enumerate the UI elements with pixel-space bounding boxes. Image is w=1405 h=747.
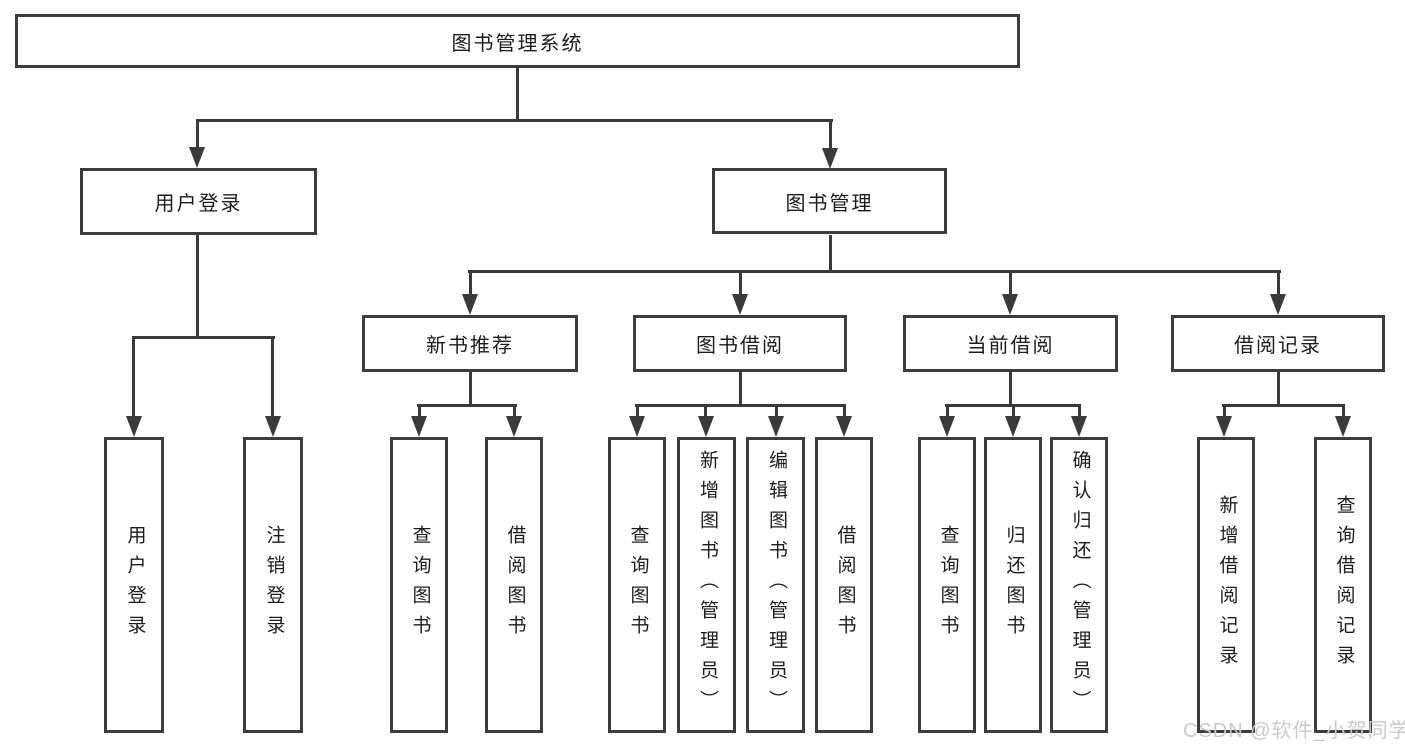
- connector-shaft: [418, 404, 421, 419]
- leaf-confirm-return-admin: 确认归还（管理员）: [1050, 437, 1108, 733]
- connector-userlogin-bar: [132, 336, 275, 339]
- leaf-label: 查询借阅记录: [1333, 495, 1355, 675]
- leaf-label: 编辑图书（管理员）: [765, 450, 787, 720]
- arrowhead-down-icon: [411, 416, 427, 437]
- leaf-label: 注销登录: [263, 525, 285, 645]
- connector-level2-bar: [468, 270, 1281, 273]
- node-root-label: 图书管理系统: [451, 32, 584, 55]
- leaf-label: 借阅图书: [504, 525, 526, 645]
- connector-userlogin-stem: [196, 235, 199, 339]
- leaf-query-book-recommend: 查询图书: [390, 437, 448, 733]
- leaf-return-book: 归还图书: [984, 437, 1042, 733]
- leaf-label: 确认归还（管理员）: [1069, 450, 1091, 720]
- connector-shaft: [1078, 404, 1081, 419]
- node-book-management: 图书管理: [712, 168, 947, 234]
- node-borrow-records: 借阅记录: [1171, 315, 1385, 372]
- arrowhead-down-icon: [1335, 416, 1351, 437]
- leaf-add-book-admin: 新增图书（管理员）: [677, 437, 736, 733]
- arrowhead-down-icon: [822, 148, 838, 169]
- node-borrow-records-label: 借阅记录: [1234, 335, 1322, 357]
- node-book-borrow-label: 图书借阅: [696, 335, 784, 357]
- node-user-login: 用户登录: [80, 168, 317, 235]
- node-current-borrow-label: 当前借阅: [966, 335, 1055, 357]
- arrowhead-down-icon: [1216, 416, 1232, 437]
- leaf-label: 新增图书（管理员）: [696, 450, 718, 720]
- leaf-label: 借阅图书: [834, 525, 856, 645]
- connector-bar: [635, 404, 846, 407]
- connector-root-bar: [196, 119, 833, 122]
- leaf-label: 新增借阅记录: [1216, 495, 1238, 675]
- watermark: CSDN @软件_小贺同学: [1183, 720, 1405, 742]
- arrowhead-down-icon: [126, 416, 142, 437]
- connector-shaft: [513, 404, 516, 419]
- leaf-borrow-book: 借阅图书: [815, 437, 873, 733]
- node-root: 图书管理系统: [15, 14, 1020, 68]
- connector-shaft: [704, 404, 707, 419]
- node-new-book-recommend: 新书推荐: [362, 315, 578, 372]
- arrowhead-down-icon: [732, 294, 748, 315]
- connector-shaft: [636, 404, 639, 419]
- arrowhead-down-icon: [836, 416, 852, 437]
- arrowhead-down-icon: [939, 416, 955, 437]
- arrowhead-down-icon: [265, 416, 281, 437]
- connector-shaft: [843, 404, 846, 419]
- arrowhead-down-icon: [629, 416, 645, 437]
- connector-shaft: [1223, 404, 1226, 419]
- arrowhead-down-icon: [506, 416, 522, 437]
- node-book-management-label: 图书管理: [785, 192, 874, 215]
- arrowhead-down-icon: [698, 416, 714, 437]
- leaf-label: 归还图书: [1003, 525, 1025, 645]
- node-book-borrow: 图书借阅: [633, 315, 847, 372]
- arrowhead-down-icon: [1270, 294, 1286, 315]
- arrowhead-down-icon: [189, 147, 205, 168]
- leaf-edit-book-admin: 编辑图书（管理员）: [746, 437, 805, 733]
- arrowhead-down-icon: [462, 294, 478, 315]
- connector-stem: [739, 372, 742, 407]
- arrowhead-down-icon: [1002, 294, 1018, 315]
- connector-shaft: [132, 336, 135, 419]
- leaf-logout: 注销登录: [243, 437, 303, 733]
- leaf-add-borrow-record: 新增借阅记录: [1197, 437, 1255, 733]
- connector-shaft: [1342, 404, 1345, 419]
- connector-shaft: [1009, 270, 1012, 297]
- leaf-query-book: 查询图书: [608, 437, 666, 733]
- leaf-query-book-current: 查询图书: [918, 437, 976, 733]
- leaf-query-borrow-record: 查询借阅记录: [1314, 437, 1372, 733]
- node-new-book-recommend-label: 新书推荐: [426, 335, 514, 357]
- connector-root-stem: [516, 68, 519, 122]
- leaf-label: 查询图书: [627, 525, 649, 645]
- connector-bookmgmt-stem: [829, 235, 832, 273]
- leaf-borrow-book-recommend: 借阅图书: [485, 437, 543, 733]
- connector-stem: [1009, 372, 1012, 407]
- connector-shaft: [196, 119, 199, 150]
- arrowhead-down-icon: [768, 416, 784, 437]
- connector-shaft: [1277, 270, 1280, 297]
- connector-stem: [469, 372, 472, 407]
- arrowhead-down-icon: [1005, 416, 1021, 437]
- leaf-label: 查询图书: [937, 525, 959, 645]
- leaf-label: 用户登录: [124, 525, 146, 645]
- connector-shaft: [946, 404, 949, 419]
- node-current-borrow: 当前借阅: [903, 315, 1118, 372]
- leaf-user-login: 用户登录: [104, 437, 164, 733]
- connector-bar: [417, 404, 517, 407]
- connector-shaft: [775, 404, 778, 419]
- connector-shaft: [829, 119, 832, 151]
- node-user-login-label: 用户登录: [154, 193, 243, 215]
- connector-stem: [1277, 372, 1280, 407]
- connector-bar: [1222, 404, 1345, 407]
- arrowhead-down-icon: [1071, 416, 1087, 437]
- leaf-label: 查询图书: [409, 525, 431, 645]
- connector-shaft: [271, 336, 274, 419]
- connector-shaft: [469, 270, 472, 297]
- connector-shaft: [1012, 404, 1015, 419]
- connector-shaft: [739, 270, 742, 297]
